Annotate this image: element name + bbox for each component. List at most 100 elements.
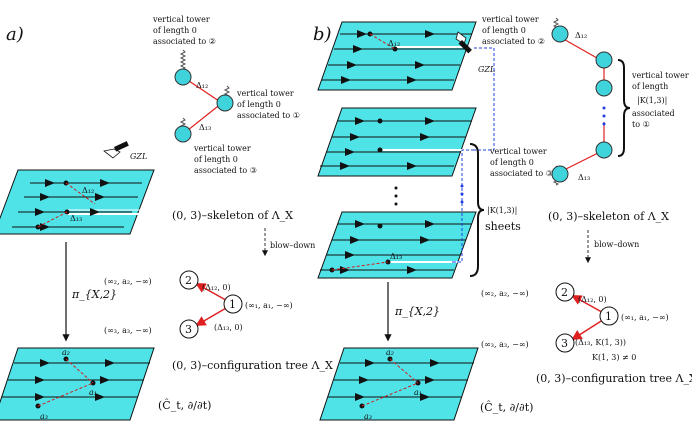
- svg-text:vertical tower: vertical tower: [489, 147, 547, 156]
- left-tree-node-3: [179, 319, 199, 339]
- left-tower-node-3: [174, 125, 192, 143]
- right-tree-node-3: [555, 333, 575, 353]
- svg-text:associated: associated: [632, 109, 675, 118]
- left-skeleton-graph: Δ₁₂ Δ₁₃: [174, 49, 234, 143]
- svg-text:associated to ③: associated to ③: [490, 169, 553, 178]
- svg-text:of length 0: of length 0: [482, 26, 526, 35]
- svg-text:2: 2: [185, 274, 192, 287]
- svg-text:of length 0: of length 0: [237, 100, 281, 109]
- right-gzl-label: GZL: [478, 65, 495, 74]
- svg-text:1: 1: [229, 298, 236, 311]
- svg-text:|K(1,3)|: |K(1,3)|: [637, 96, 667, 105]
- right-tower-node-3: [551, 165, 569, 183]
- right-tower-3-caption: vertical tower of length 0 associated to…: [489, 147, 553, 178]
- right-tower-1-caption: vertical tower of length |K(1,3)| associ…: [631, 71, 689, 129]
- left-tree-node-1: [223, 294, 243, 314]
- right-skeleton-title: (0, 3)–skeleton of Λ_X: [548, 210, 669, 223]
- left-node-2-label: (∞₂, a₂, −∞): [104, 277, 152, 286]
- left-skeleton-title: (0, 3)–skeleton of Λ_X: [172, 209, 293, 222]
- left-a3: a₃: [40, 412, 48, 421]
- right-a1: a₁: [414, 388, 422, 397]
- right-dots: [394, 184, 464, 206]
- panel-a-label: a): [6, 24, 24, 45]
- left-sheet-delta-12: Δ₁₂: [82, 186, 94, 195]
- svg-text:associated to ②: associated to ②: [153, 37, 216, 46]
- left-a1: a₁: [89, 388, 97, 397]
- left-edge-12-label: (Δ₁₂, 0): [202, 283, 231, 292]
- left-base-sheet: a₂ a₁ a₃: [0, 347, 155, 421]
- right-k-condition: K(1, 3) ≠ 0: [592, 353, 636, 362]
- svg-text:2: 2: [561, 286, 568, 299]
- svg-text:vertical tower: vertical tower: [193, 144, 251, 153]
- right-edge-13-label: (Δ₁₃, K(1, 3)): [575, 338, 626, 347]
- svg-text:of length 0: of length 0: [194, 155, 238, 164]
- svg-text:vertical tower: vertical tower: [152, 15, 210, 24]
- right-a3: a₃: [364, 412, 372, 421]
- left-sheet-delta-13: Δ₁₃: [70, 214, 82, 223]
- svg-text:of length: of length: [632, 82, 668, 91]
- right-base-sheet: a₂ a₁ a₃: [319, 347, 479, 421]
- left-config-title: (0, 3)–configuration tree Λ_X: [172, 359, 333, 372]
- right-config-title: (0, 3)–configuration tree Λ_X: [536, 372, 692, 385]
- right-tree-node-2: [555, 282, 575, 302]
- right-sheet-delta-12: Δ₁₂: [388, 39, 400, 48]
- right-node-1-label: (∞₁, a₁, −∞): [621, 313, 669, 322]
- svg-text:1: 1: [605, 310, 612, 323]
- right-config-tree: 2 1 3 (∞₂, a₂, −∞) (∞₁, a₁, −∞) (∞₃, a₃,…: [481, 282, 669, 362]
- right-tower-node-2: [551, 25, 569, 43]
- right-tree-node-1: [599, 306, 619, 326]
- panel-b-label: b): [313, 24, 332, 45]
- svg-text:3: 3: [561, 337, 568, 350]
- left-tower-2-caption: vertical tower of length 0 associated to…: [152, 15, 216, 46]
- svg-text:vertical tower: vertical tower: [481, 15, 539, 24]
- right-tower-node-1b: [595, 79, 613, 97]
- svg-text:of length 0: of length 0: [153, 26, 197, 35]
- svg-text:associated to ③: associated to ③: [194, 166, 257, 175]
- left-tree-node-2: [179, 270, 199, 290]
- right-gzl-icon: [455, 31, 472, 54]
- right-node-2-label: (∞₂, a₂, −∞): [481, 289, 529, 298]
- svg-text:of length 0: of length 0: [490, 158, 534, 167]
- right-sheet-connectors: [452, 47, 495, 263]
- left-tower-node-1: [216, 94, 234, 112]
- right-projection: π_{X,2}: [394, 305, 440, 318]
- right-sheet-delta-13: Δ₁₃: [390, 252, 402, 261]
- right-sheet-2: [317, 107, 477, 177]
- right-sheet-3: Δ₁₃: [317, 211, 477, 279]
- right-skeleton-graph: Δ₁₂ Δ₁₃: [551, 17, 613, 186]
- right-sheet-1: Δ₁₂: [317, 21, 477, 91]
- left-gzl-icon: [103, 141, 129, 159]
- left-delta-12: Δ₁₂: [196, 81, 208, 90]
- left-blow-down: blow–down: [270, 241, 315, 250]
- sheets-word: sheets: [485, 220, 521, 233]
- right-delta-12: Δ₁₂: [575, 31, 587, 40]
- svg-text:vertical tower: vertical tower: [236, 89, 294, 98]
- left-tower-node-2: [174, 68, 192, 86]
- svg-text:3: 3: [185, 323, 192, 336]
- left-upper-sheet: Δ₁₂ Δ₁₃: [0, 169, 155, 235]
- left-tower-3-caption: vertical tower of length 0 associated to…: [193, 144, 257, 175]
- svg-text:associated to ②: associated to ②: [482, 37, 545, 46]
- right-a2: a₂: [386, 348, 394, 357]
- left-projection: π_{X,2}: [71, 288, 117, 301]
- right-delta-13: Δ₁₃: [578, 173, 590, 182]
- left-node-3-label: (∞₃, a₃, −∞): [104, 326, 152, 335]
- svg-text:to ①: to ①: [632, 120, 650, 129]
- right-blow-down: blow–down: [594, 240, 639, 249]
- left-gzl-label: GZL: [130, 152, 147, 161]
- tower-brace: [617, 59, 631, 157]
- left-tower-1-caption: vertical tower of length 0 associated to…: [236, 89, 300, 120]
- right-base-label: (Ĉ_t, ∂/∂t): [480, 400, 533, 414]
- right-tower-2-caption: vertical tower of length 0 associated to…: [481, 15, 545, 46]
- right-tower-node-1c: [595, 141, 613, 159]
- svg-text:vertical tower: vertical tower: [631, 71, 689, 80]
- left-delta-13: Δ₁₃: [199, 123, 211, 132]
- left-config-tree: 2 1 3 (∞₂, a₂, −∞) (∞₁, a₁, −∞) (∞₃, a₃,…: [104, 270, 293, 339]
- right-tower-node-1a: [595, 51, 613, 69]
- left-edge-13-label: (Δ₁₃, 0): [214, 323, 243, 332]
- right-edge-12-label: (Δ₁₂, 0): [578, 295, 607, 304]
- sheets-count: |K(1,3)|: [487, 206, 517, 215]
- left-a2: a₂: [62, 348, 70, 357]
- sheets-brace: [469, 143, 485, 277]
